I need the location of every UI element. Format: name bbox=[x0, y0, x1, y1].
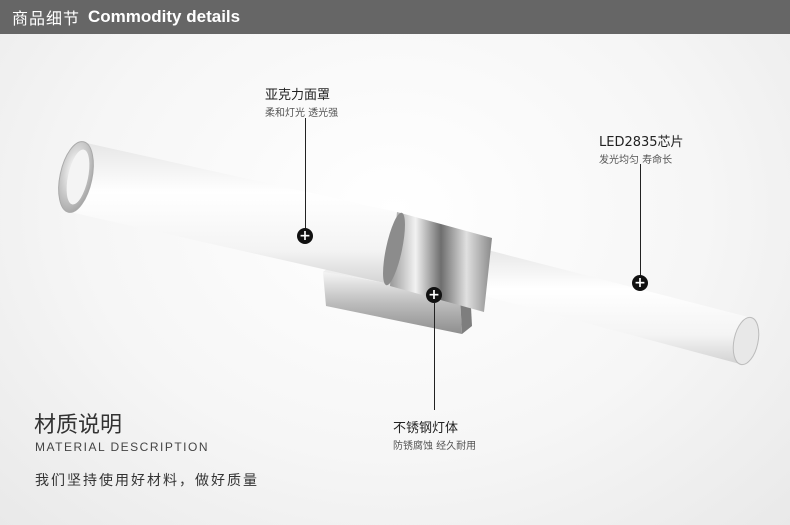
plus-icon[interactable]: + bbox=[426, 287, 442, 303]
acrylic-tube-right bbox=[470, 248, 760, 366]
callout-acrylic-line bbox=[305, 118, 306, 230]
acrylic-tube-left bbox=[58, 141, 410, 286]
callout-steel-subtitle: 防锈腐蚀 经久耐用 bbox=[393, 441, 477, 452]
plus-icon[interactable]: + bbox=[297, 228, 313, 244]
header-title-cn: 商品细节 bbox=[12, 9, 81, 28]
callout-led: LED2835芯片 发光均匀 寿命长 bbox=[599, 131, 684, 166]
callout-steel-title: 不锈钢灯体 bbox=[393, 421, 459, 436]
material-subtitle: MATERIAL DESCRIPTION bbox=[35, 440, 210, 454]
header-bar: 商品细节 Commodity details bbox=[0, 0, 790, 34]
header-title-en: Commodity details bbox=[88, 7, 241, 26]
callout-steel: 不锈钢灯体 防锈腐蚀 经久耐用 bbox=[393, 417, 476, 452]
plus-icon[interactable]: + bbox=[632, 275, 648, 291]
material-description: 我们坚持使用好材料，做好质量 bbox=[35, 473, 259, 489]
callout-steel-line bbox=[434, 303, 435, 410]
callout-led-line bbox=[640, 164, 641, 276]
callout-led-title: LED2835芯片 bbox=[599, 135, 684, 150]
callout-acrylic: 亚克力面罩 柔和灯光 透光强 bbox=[265, 84, 338, 119]
callout-acrylic-subtitle: 柔和灯光 透光强 bbox=[265, 108, 339, 119]
callout-led-subtitle: 发光均匀 寿命长 bbox=[599, 155, 673, 166]
material-title: 材质说明 bbox=[34, 413, 123, 438]
callout-acrylic-title: 亚克力面罩 bbox=[265, 88, 331, 103]
steel-body bbox=[383, 212, 492, 312]
lamp-illustration bbox=[58, 141, 760, 366]
